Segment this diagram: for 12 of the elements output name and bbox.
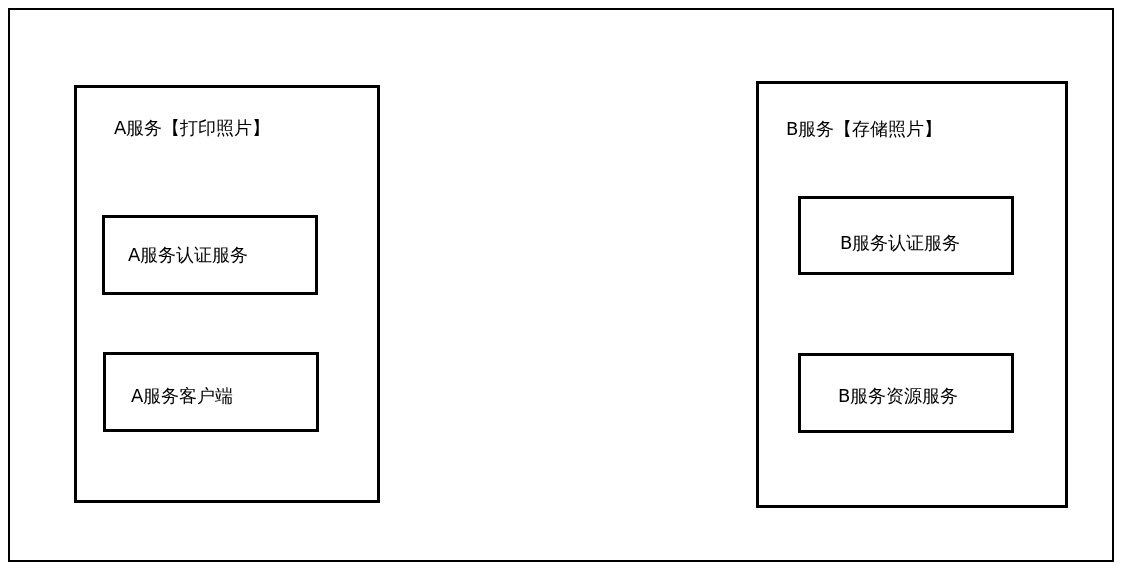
service-container <box>756 81 1068 508</box>
service-label: A服务认证服务 <box>128 246 249 264</box>
service-box <box>798 353 1014 433</box>
service-label: A服务客户端 <box>131 387 234 405</box>
service-box <box>103 352 319 432</box>
container-title: A服务【打印照片】 <box>114 119 271 137</box>
service-container <box>74 85 380 503</box>
container-title: B服务【存储照片】 <box>786 120 943 138</box>
service-label: B服务资源服务 <box>838 387 959 405</box>
service-label: B服务认证服务 <box>840 234 961 252</box>
service-box <box>798 196 1014 275</box>
service-box <box>102 215 318 295</box>
